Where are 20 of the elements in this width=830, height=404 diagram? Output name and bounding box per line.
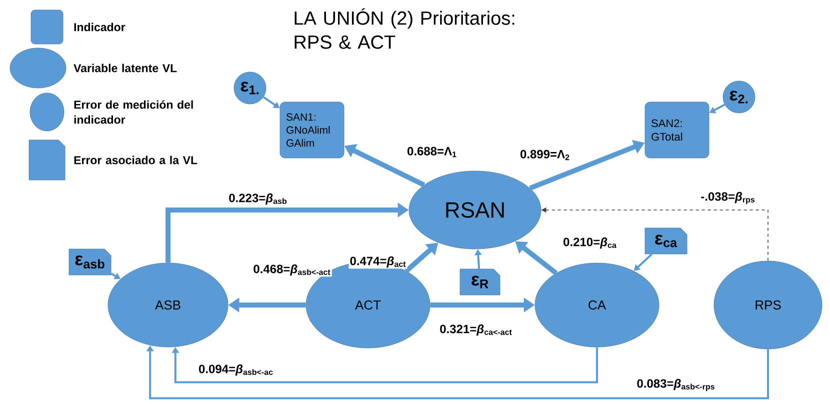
edge-label: 0.688=Λ$_{1}$ (406, 146, 458, 158)
error-tab: ε$_{asb}$ (68, 248, 112, 276)
indicator-box: SAN2: GTotal (644, 102, 710, 158)
title: LA UNIÓN (2) Prioritarios: RPS & ACT (294, 8, 514, 49)
edge-label: -.038=β$_{rps}$ (700, 190, 756, 206)
edge-label: 0.094=β$_{asb<-ac}$ (198, 363, 274, 377)
legend-text: Error asociado a la VL (74, 156, 198, 164)
edge-label: 0.083=β$_{asb<-rps}$ (636, 378, 716, 392)
indicator-box: SAN1: GNoAliml GAlim (280, 102, 344, 158)
error-tab: ε$_{R}$ (460, 268, 500, 296)
edge-label: 0.474=β$_{act}$ (348, 255, 408, 269)
edge-label: 0.899=Λ$_{2}$ (519, 148, 571, 162)
edge-label: 0.223=β$_{asb}$ (228, 192, 288, 206)
legend-text: Indicador (74, 22, 126, 32)
edge-label: 0.468=β$_{asb<-act}$ (252, 263, 332, 277)
edge-label: 0.210=β$_{ca}$ (562, 236, 618, 250)
legend-text: Error de medición del indicador (74, 100, 193, 124)
edge-label: 0.321=β$_{ca<-act}$ (438, 323, 514, 337)
error-tab: ε$_{ca}$ (644, 228, 688, 254)
legend-text: Variable latente VL (74, 64, 177, 72)
